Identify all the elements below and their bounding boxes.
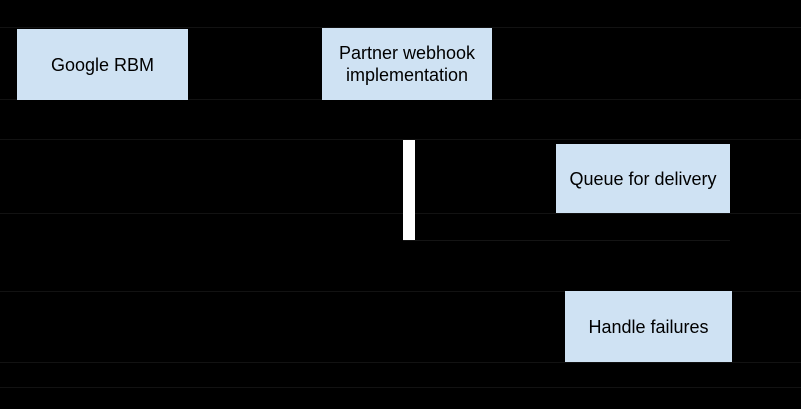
row-divider [0, 139, 801, 140]
node-google-rbm: Google RBM [17, 29, 188, 100]
node-handle-failures-label: Handle failures [588, 316, 709, 337]
arrow-line [403, 240, 730, 241]
row-divider [0, 362, 801, 363]
activation-bar [403, 140, 415, 240]
node-queue-for-delivery: Queue for delivery [556, 144, 730, 213]
row-divider [0, 213, 801, 214]
node-google-rbm-label: Google RBM [50, 54, 155, 75]
node-partner-webhook-implementation-label: Partner webhook implementation [338, 43, 476, 85]
node-queue-for-delivery-label: Queue for delivery [569, 168, 717, 189]
row-divider [0, 291, 801, 292]
node-handle-failures: Handle failures [565, 291, 732, 362]
row-divider [0, 27, 801, 28]
row-divider [0, 387, 801, 388]
node-partner-webhook-implementation: Partner webhook implementation [322, 28, 492, 100]
